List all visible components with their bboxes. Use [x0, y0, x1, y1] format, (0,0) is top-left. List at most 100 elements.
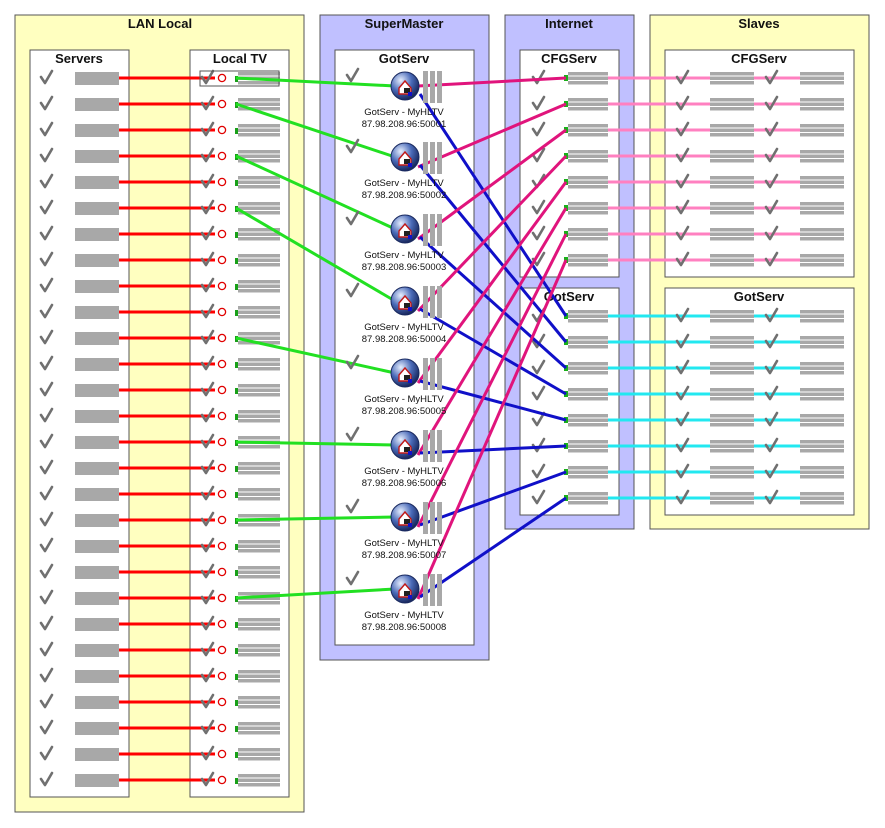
status-bar — [238, 544, 280, 548]
slave-got-bars — [710, 492, 754, 505]
got-row — [531, 489, 844, 505]
status-bar — [238, 176, 280, 180]
status-bar — [238, 263, 280, 267]
slave-cfg-bars — [800, 228, 844, 241]
tv-check-icon — [200, 173, 215, 189]
tv-check-icon — [200, 277, 215, 293]
node-check-icon — [345, 67, 360, 83]
node-status-bar — [423, 502, 428, 534]
server-bar — [75, 124, 119, 137]
status-bar — [238, 362, 280, 366]
tv-port — [235, 570, 238, 576]
server-check-icon — [39, 433, 54, 449]
slave-got-bars — [710, 414, 754, 427]
status-bar — [568, 440, 608, 444]
status-bar — [568, 449, 608, 453]
server-check-icon — [39, 355, 54, 371]
status-bar — [568, 263, 608, 267]
status-bar — [800, 254, 844, 258]
tv-bars — [238, 722, 280, 735]
server-bar — [75, 462, 119, 475]
slave-cfg-bars — [800, 254, 844, 267]
tv-to-node-link — [235, 154, 396, 231]
tv-check-icon — [200, 69, 215, 85]
node-address: 87.98.208.96:50002 — [362, 190, 447, 201]
status-bar — [800, 159, 844, 163]
node-to-got-link — [419, 379, 567, 422]
server-check-icon — [39, 277, 54, 293]
node-status-bar — [430, 71, 435, 103]
server-bar — [75, 72, 119, 85]
status-bar — [568, 345, 608, 349]
server-check-icon — [39, 693, 54, 709]
server-bar — [75, 592, 119, 605]
tv-bars — [238, 592, 280, 605]
got-check-icon — [531, 385, 546, 401]
lan-row — [39, 771, 280, 787]
lan-row — [39, 147, 280, 163]
tv-port — [235, 466, 238, 472]
node-status-bar — [437, 286, 442, 318]
node-status-bar — [437, 574, 442, 606]
tv-check-icon — [200, 719, 215, 735]
status-bar — [238, 670, 280, 674]
status-bar — [568, 206, 608, 210]
tv-check-icon — [200, 511, 215, 527]
node-status-bar — [423, 358, 428, 390]
lan-row — [39, 485, 280, 501]
node-to-got-link — [418, 235, 568, 370]
status-bar — [238, 237, 280, 241]
lan-row — [39, 407, 280, 423]
status-bar — [568, 133, 608, 137]
node-name: GotServ - MyHLTV — [364, 394, 444, 405]
status-bar — [800, 72, 844, 76]
tv-check-icon — [200, 433, 215, 449]
status-bar — [568, 107, 608, 111]
status-bar — [710, 232, 754, 236]
status-bar — [710, 449, 754, 453]
status-bar — [800, 319, 844, 323]
status-bar — [710, 185, 754, 189]
node-to-cfg-link — [416, 181, 568, 384]
tv-port — [235, 128, 238, 134]
slave-got-check-icon — [764, 437, 779, 453]
server-check-icon — [39, 329, 54, 345]
status-bar — [568, 98, 608, 102]
cfg-bars — [568, 176, 608, 189]
status-bar — [800, 345, 844, 349]
slave-cfg-check-icon — [764, 69, 779, 85]
status-bar — [800, 176, 844, 180]
status-bar — [710, 397, 754, 401]
status-bar — [238, 757, 280, 761]
status-bar — [238, 280, 280, 284]
status-bar — [568, 72, 608, 76]
status-bar — [710, 366, 754, 370]
cfg-row — [531, 199, 844, 215]
node-to-got-link — [419, 444, 567, 455]
status-bar — [800, 154, 844, 158]
cfg-bars — [568, 254, 608, 267]
server-bar — [75, 514, 119, 527]
status-bar — [238, 540, 280, 544]
slave-cfg-bars — [710, 150, 754, 163]
lan-row — [39, 563, 280, 579]
status-bar — [800, 371, 844, 375]
node-status-bar — [423, 214, 428, 246]
status-bar — [238, 778, 280, 782]
status-bar — [238, 133, 280, 137]
slave-cfg-check-icon — [675, 251, 690, 267]
monitor-icon — [404, 303, 410, 308]
tv-status-icon — [217, 515, 227, 525]
tv-port — [235, 778, 238, 784]
server-bar — [75, 306, 119, 319]
status-bar — [710, 72, 754, 76]
node-status-bar — [423, 286, 428, 318]
